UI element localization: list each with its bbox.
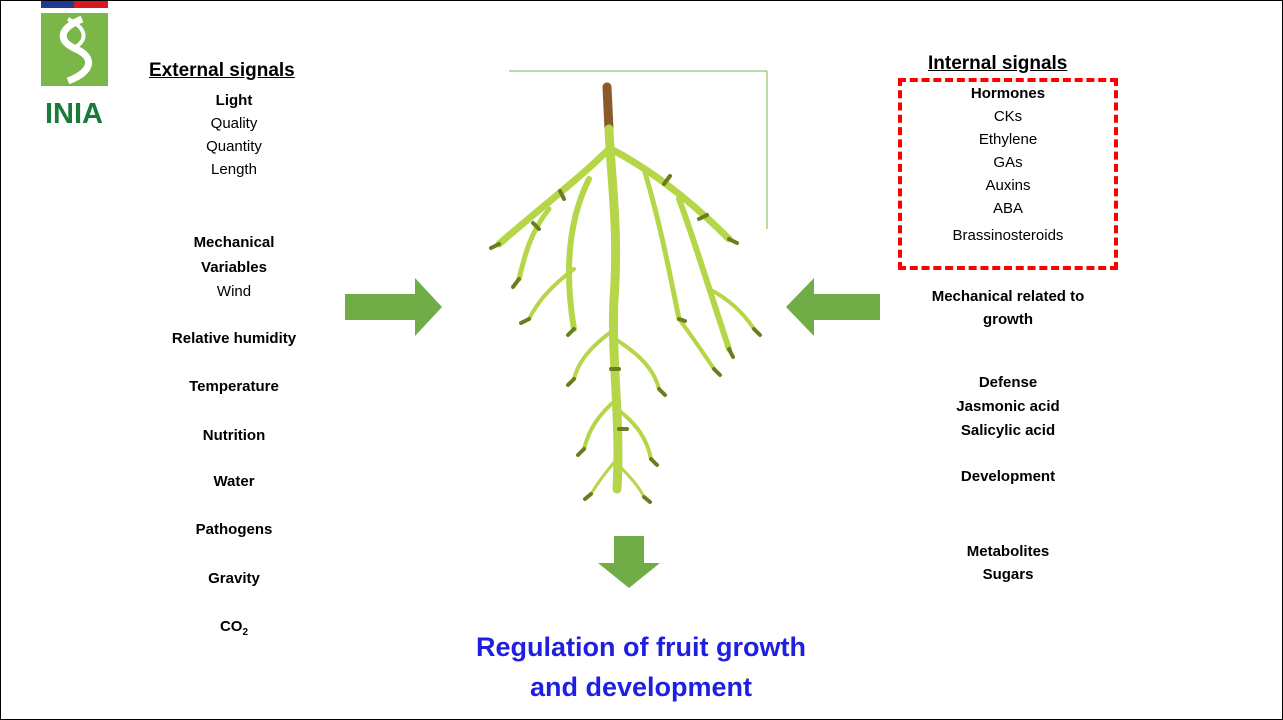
hormone-auxins: Auxins <box>908 174 1108 197</box>
light-quantity: Quantity <box>134 135 334 158</box>
hormone-cks: CKs <box>908 105 1108 128</box>
arrow-down <box>598 536 660 588</box>
grape-rachis-image <box>479 69 779 509</box>
co2-label: CO2 <box>134 615 334 644</box>
rachis-branches <box>491 87 760 502</box>
jasmonic-acid-label: Jasmonic acid <box>908 395 1108 418</box>
internal-signals-heading: Internal signals <box>928 53 1067 75</box>
mechanical-label: Mechanical <box>134 231 334 254</box>
inia-logo: INIA <box>38 1 108 131</box>
defense-label: Defense <box>908 371 1108 394</box>
relative-humidity-label: Relative humidity <box>134 327 334 350</box>
sugars-label: Sugars <box>908 563 1108 586</box>
arrow-left <box>786 278 880 336</box>
water-label: Water <box>134 470 334 493</box>
hormone-brassinosteroids: Brassinosteroids <box>908 224 1108 247</box>
mechanical-growth-line1: Mechanical related to <box>908 285 1108 308</box>
nutrition-label: Nutrition <box>134 424 334 447</box>
co2-subscript: 2 <box>242 627 248 638</box>
development-label: Development <box>908 465 1108 488</box>
mechanical-growth-line2: growth <box>908 308 1108 331</box>
pathogens-label: Pathogens <box>134 518 334 541</box>
regulation-title-line1: Regulation of fruit growth <box>421 627 861 667</box>
variables-label: Variables <box>134 256 334 279</box>
hormone-aba: ABA <box>908 197 1108 220</box>
external-signals-heading: External signals <box>149 60 295 82</box>
co2-base: CO <box>220 618 243 635</box>
hormone-ethylene: Ethylene <box>908 128 1108 151</box>
wind-label: Wind <box>134 280 334 303</box>
light-length: Length <box>134 158 334 181</box>
regulation-title-line2: and development <box>421 667 861 707</box>
gravity-label: Gravity <box>134 567 334 590</box>
light-label: Light <box>134 89 334 112</box>
inia-logo-text: INIA <box>45 98 103 130</box>
hormone-gas: GAs <box>908 151 1108 174</box>
regulation-title: Regulation of fruit growth and developme… <box>421 627 861 707</box>
metabolites-label: Metabolites <box>908 540 1108 563</box>
temperature-label: Temperature <box>134 375 334 398</box>
arrow-right <box>345 278 442 336</box>
hormones-label: Hormones <box>908 82 1108 105</box>
inia-logo-mark: INIA <box>38 1 108 131</box>
salicylic-acid-label: Salicylic acid <box>908 419 1108 442</box>
light-quality: Quality <box>134 112 334 135</box>
